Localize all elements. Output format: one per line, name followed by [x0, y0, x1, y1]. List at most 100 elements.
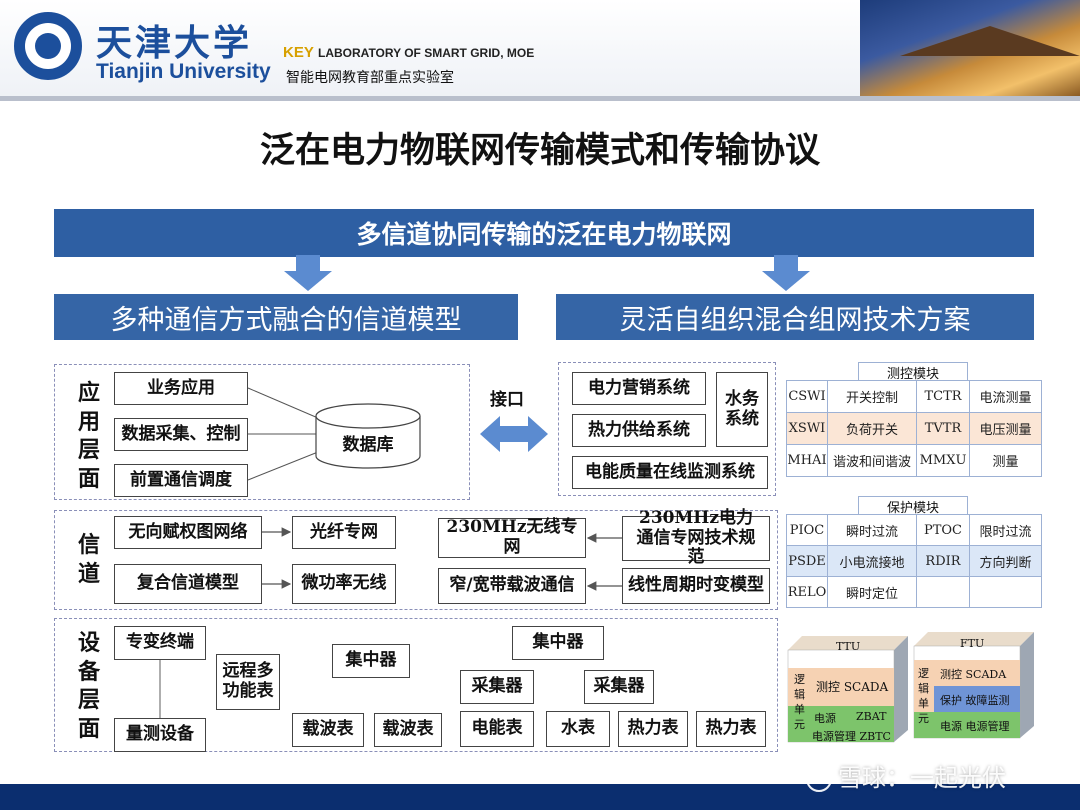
- ttu-row2b: ZBAT: [856, 710, 887, 723]
- measure-cell: 测量: [969, 444, 1042, 477]
- device-layer-char: 设: [77, 631, 100, 656]
- app-layer-frame: [54, 364, 470, 500]
- measure-module-title: 测控模块: [858, 362, 968, 382]
- ttu-row2a: 电源: [814, 712, 836, 725]
- channel-layer-char: 信: [77, 533, 100, 558]
- down-arrow-right: [762, 255, 810, 291]
- ttu-cube: [787, 636, 908, 743]
- marketing-system-box: 电力营销系统: [572, 372, 706, 405]
- measure-cell: CSWI: [786, 380, 828, 413]
- device-layer-char: 面: [77, 716, 100, 742]
- protect-cell: [969, 576, 1042, 608]
- device-layer-frame: [54, 618, 778, 752]
- ttu-title: TTU: [836, 640, 861, 653]
- ftu-row2: 保护 故障监测: [940, 694, 1010, 707]
- lab-name-en: LABORATORY OF SMART GRID, MOE: [318, 46, 535, 60]
- water-system-box: 水务系统: [716, 372, 768, 447]
- protect-module-table: PIOC 瞬时过流 PTOC 限时过流 PSDE 小电流接地 RDIR 方向判断…: [786, 514, 1042, 608]
- left-heading: 多种通信方式融合的信道模型: [54, 294, 518, 340]
- measure-cell: 开关控制: [827, 380, 917, 413]
- measure-cell: 负荷开关: [827, 412, 917, 445]
- database-cylinder: [315, 416, 421, 469]
- ftu-row1: 测控 SCADA: [940, 668, 1007, 681]
- frontend-dispatch-box: 前置通信调度: [114, 464, 248, 497]
- collector-box-1: 采集器: [460, 670, 534, 704]
- remote-multifunction-meter-text: 远程多功能表: [222, 661, 274, 701]
- lab-name-cn: 智能电网教育部重点实验室: [286, 70, 454, 86]
- protect-cell: 限时过流: [969, 514, 1042, 546]
- database-label: 数据库: [342, 435, 394, 455]
- protect-cell: PSDE: [786, 545, 828, 577]
- composite-channel-box: 复合信道模型: [114, 564, 262, 604]
- university-name-en: Tianjin University: [96, 60, 271, 83]
- carrier-comm-box: 窄/宽带载波通信: [438, 568, 586, 604]
- measure-module-table: CSWI 开关控制 TCTR 电流测量 XSWI 负荷开关 TVTR 电压测量 …: [786, 380, 1042, 477]
- heat-meter-box-1: 热力表: [618, 711, 688, 747]
- university-name-cn: 天津大学: [96, 22, 253, 64]
- footer-bar: [0, 784, 1080, 810]
- water-system-label: 水务系统: [725, 388, 759, 429]
- app-layer-label: 应 用 层 面: [76, 380, 102, 494]
- lab-key-word: KEY: [283, 44, 314, 61]
- header-rule: [0, 96, 1080, 101]
- measuring-device-box: 量测设备: [114, 718, 206, 752]
- watermark-text: 雪球：一起光伏: [838, 764, 1006, 792]
- app-layer-char: 用: [77, 409, 100, 435]
- down-arrows: [284, 255, 810, 291]
- app-layer-char: 应: [77, 381, 100, 406]
- main-banner: 多信道协同传输的泛在电力物联网: [54, 209, 1034, 257]
- remote-multifunction-meter-box: 远程多功能表: [216, 654, 280, 710]
- carrier-meter-box-2: 载波表: [374, 713, 442, 747]
- heat-meter-box-2: 热力表: [696, 711, 766, 747]
- micropower-wireless-box: 微功率无线: [292, 564, 396, 604]
- watermark: 雪球：一起光伏: [806, 758, 1006, 793]
- business-app-box: 业务应用: [114, 372, 248, 405]
- protect-cell: PIOC: [786, 514, 828, 546]
- protect-cell: PTOC: [916, 514, 970, 546]
- protect-cell: [916, 576, 970, 608]
- main-banner-text: 多信道协同传输的泛在电力物联网: [356, 220, 732, 249]
- fiber-network-box: 光纤专网: [292, 516, 396, 549]
- ftu-cube: [913, 632, 1034, 739]
- special-terminal-box: 专变终端: [114, 626, 206, 660]
- ftu-row3: 电源 电源管理: [940, 720, 1010, 733]
- protect-cell: RDIR: [916, 545, 970, 577]
- ttu-row3: 电源管理 ZBTC: [812, 730, 891, 743]
- snowball-icon: [806, 766, 832, 792]
- channel-layer-label: 信 道: [76, 532, 102, 589]
- channel-layer-frame: [54, 510, 778, 610]
- water-meter-box: 水表: [546, 711, 610, 747]
- left-heading-text: 多种通信方式融合的信道模型: [110, 304, 462, 336]
- undirected-graph-box: 无向赋权图网络: [114, 516, 262, 549]
- building-roof: [900, 26, 1080, 56]
- measure-cell: 谐波和间谐波: [827, 444, 917, 477]
- wireless-230-spec-box: 230MHz电力通信专网技术规范: [622, 508, 770, 567]
- protect-cell: 瞬时定位: [827, 576, 917, 608]
- university-seal-logo: [14, 12, 82, 80]
- concentrator-right-box: 集中器: [512, 626, 604, 660]
- ttu-row1: 测控 SCADA: [816, 680, 889, 694]
- heat-supply-system-box: 热力供给系统: [572, 414, 706, 447]
- wireless-230-box: 230MHz无线专网: [438, 518, 586, 558]
- interface-label: 接口: [490, 390, 524, 410]
- protect-cell: 瞬时过流: [827, 514, 917, 546]
- ftu-title: FTU: [960, 637, 985, 650]
- protect-module-title: 保护模块: [858, 496, 968, 516]
- down-arrow-left: [284, 255, 332, 291]
- protect-cell: 方向判断: [969, 545, 1042, 577]
- device-layer-char: 层: [77, 688, 100, 714]
- concentrator-left-box: 集中器: [332, 644, 410, 678]
- protect-cell: 小电流接地: [827, 545, 917, 577]
- carrier-meter-box-1: 载波表: [292, 713, 364, 747]
- right-heading-text: 灵活自组织混合组网技术方案: [619, 304, 971, 336]
- wireless-230-spec-text: 230MHz电力通信专网技术规范: [636, 508, 756, 568]
- measure-cell: MHAI: [786, 444, 828, 477]
- measure-cell: XSWI: [786, 412, 828, 445]
- measure-cell: TCTR: [916, 380, 970, 413]
- energy-meter-box: 电能表: [460, 711, 534, 747]
- channel-layer-char: 道: [77, 561, 100, 587]
- app-layer-char: 层: [77, 438, 100, 464]
- systems-frame: [558, 362, 776, 496]
